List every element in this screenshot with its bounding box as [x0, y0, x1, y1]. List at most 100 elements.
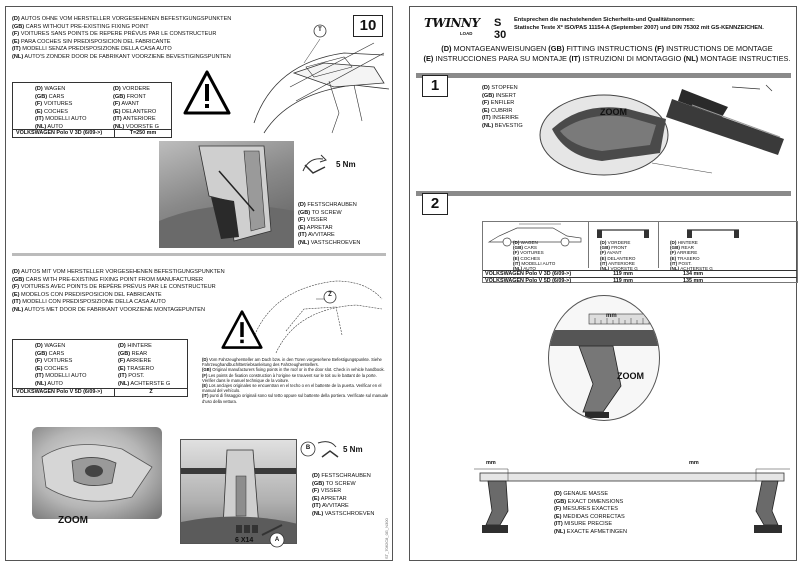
table2-footer: VOLKSWAGEN Polo V 5D (6/09->) Z: [13, 388, 187, 396]
section1-text: (D) AUTOS OHNE VOM HERSTELLER VORGESEHEN…: [12, 16, 342, 62]
text-line: (NL) AUTO: [35, 381, 87, 389]
language-tag: (D): [118, 343, 126, 349]
line-text: WAGEN: [519, 240, 538, 245]
language-tag: (IT): [118, 373, 127, 380]
table2-cars-column: (D) WAGEN(GB) CARS(F) VOITURES(E) COCHES…: [35, 343, 87, 389]
table-footer-value: T=250 mm: [129, 130, 157, 136]
text-line: (E) APRETAR: [298, 225, 390, 233]
text-line: (F) AVANT: [113, 101, 159, 109]
line-text: ANTERIORE: [121, 116, 156, 123]
line-text: AVANT: [120, 101, 140, 108]
text-line: (GB) FRONT: [600, 245, 638, 250]
line-text: TRASERO: [676, 255, 700, 261]
line-text: COCHES: [42, 108, 68, 115]
step2-dimension-panel: (D) WAGEN(GB) CARS(F) VOITURES(E) COCHES…: [482, 221, 798, 284]
text-line: (D) WAGEN: [35, 343, 87, 351]
line-text: ARRIERE: [675, 250, 698, 256]
language-tag: (D): [202, 357, 208, 362]
line-text: MONTAGE INSTRUCTIES.: [698, 54, 791, 63]
language-tag: (IT): [12, 46, 21, 53]
full-bar-diagram: [474, 468, 790, 533]
language-tag: (E): [482, 107, 490, 114]
line-text: Vom Fahrzeughersteller am Dach bzw. in d…: [202, 357, 382, 368]
screw-instructions-2: (D) FESTSCHRAUBEN(GB) TO SCREW(F) VISSER…: [312, 473, 392, 519]
text-line: (D) Vom Fahrzeughersteller am Dach bzw. …: [202, 357, 390, 367]
line-text: HINTERE: [125, 343, 152, 349]
line-text: MONTAGEANWEISUNGEN: [451, 44, 549, 53]
line-text: WAGEN: [42, 86, 66, 92]
language-tag: (D): [12, 16, 20, 22]
fitting-table-rear: (D) WAGEN(GB) CARS(F) VOITURES(E) COCHES…: [12, 339, 188, 397]
language-tag: (IT): [670, 260, 678, 266]
text-line: (D) AUTOS OHNE VOM HERSTELLER VORGESEHEN…: [12, 16, 342, 24]
dimension-rear: 135 mm: [682, 278, 704, 284]
warning-icon: [183, 70, 231, 115]
warning-icon-2: [221, 310, 263, 349]
table2-footer-value: Z: [149, 389, 153, 395]
step2-zoom-image: [548, 295, 660, 421]
line-text: MODELOS CON PREDISPOSICION DEL FABRICANT…: [19, 291, 162, 298]
line-text: VOITURES: [42, 101, 73, 108]
line-text: MODELLI SENZA PREDISPOSIZIONE DELLA CASA…: [20, 46, 172, 53]
line-text: FESTSCHRAUBEN: [319, 473, 371, 479]
language-tag: (F): [12, 284, 20, 291]
line-text: COCHES: [42, 365, 68, 372]
text-line: (D) MONTAGEANWEISUNGEN: [441, 44, 548, 53]
text-line: (GB) Original manufacturers fixing point…: [202, 367, 390, 372]
language-tag: (D): [113, 86, 121, 92]
line-text: FESTSCHRAUBEN: [305, 202, 357, 208]
language-tag: (NL): [35, 123, 47, 130]
text-line: (IT) AVVITARE: [312, 503, 392, 511]
line-text: VASTSCHROEVEN: [309, 239, 361, 246]
line-text: CUBRIR: [489, 107, 513, 114]
language-tag: (F): [35, 101, 43, 108]
language-tag: (IT): [202, 393, 209, 399]
text-line: (F) Les points de fixation construction …: [202, 373, 390, 383]
text-line: (NL) VOORSTE G: [600, 266, 638, 271]
language-tag: (GB): [12, 276, 25, 283]
line-text: ACHTERSTE G: [679, 266, 713, 272]
instructions-line-1: (D) MONTAGEANWEISUNGEN (GB) FITTING INST…: [422, 44, 792, 54]
language-tag: (E): [12, 291, 20, 298]
text-line: (GB) FITTING INSTRUCTIONS: [548, 44, 654, 53]
text-line: (NL) VASTSCHROEVEN: [312, 511, 392, 519]
step1-rail-graphic: [539, 84, 784, 176]
line-text: ACHTERSTE G: [129, 380, 171, 387]
line-text: STOPFEN: [489, 85, 518, 91]
language-tag: (F): [202, 372, 208, 378]
line-text: MODELLI AUTO: [43, 373, 87, 380]
language-tag: (E): [670, 255, 677, 261]
text-line: (IT) INSERIRE: [482, 115, 542, 123]
text-line: (GB) CARS: [35, 351, 87, 359]
text-line: (E) INSTRUCCIONES PARA SU MONTAJE: [424, 54, 570, 63]
language-tag: (GB): [298, 209, 311, 216]
text-line: (NL) ACHTERSTE G: [670, 266, 713, 271]
language-tag: (F): [113, 101, 121, 108]
text-line: (F) MESURES EXACTES: [554, 506, 664, 514]
mm-label-top: mm: [606, 313, 617, 319]
line-text: Les points de fixation construction à l'…: [202, 372, 377, 383]
step1-text: (D) STOPFEN(GB) INSERT(F) ENFILER(E) CUB…: [482, 85, 542, 131]
table2-rear-column: (D) HINTERE(GB) REAR(F) ARRIERE(E) TRASE…: [118, 343, 170, 389]
torque-value-2: 5 Nm: [343, 445, 363, 454]
text-line: (NL) AUTO: [513, 266, 555, 271]
language-tag: (D): [513, 240, 520, 245]
text-line: (GB) TO SCREW: [298, 210, 390, 218]
screw-x14-icon: [236, 524, 283, 536]
line-text: TO SCREW: [310, 209, 342, 216]
text-line: (IT) MODELLI SENZA PREDISPOSIZIONE DELLA…: [12, 46, 342, 54]
text-line: (NL) AUTO'S ZONDER DOOR DE FABRIKANT VOO…: [12, 54, 342, 62]
table-footer: VOLKSWAGEN Polo V 3D (6/09->) T=250 mm: [13, 129, 171, 137]
line-text: TRASERO: [125, 365, 154, 372]
text-line: (IT) MISURE PRECISE: [554, 521, 664, 529]
exact-dimensions-text: (D) GENAUE MASSE(GB) EXACT DIMENSIONS(F)…: [554, 491, 664, 537]
dimension-model: VOLKSWAGEN Polo V 3D (6/09->): [485, 271, 572, 277]
zoom-label-step2: ZOOM: [617, 371, 644, 381]
text-line: (IT) POST.: [670, 261, 713, 266]
line-text: EXACT DIMENSIONS: [566, 498, 624, 505]
line-text: Los anclajes originales se encuentran en…: [202, 383, 382, 394]
text-line: (IT) MODELLI CON PREDISPOSIZIONE DELLA C…: [12, 299, 242, 307]
fitting-table-front: (D) WAGEN(GB) CARS(F) VOITURES(E) COCHES…: [12, 82, 172, 138]
mm-label-left: mm: [486, 460, 496, 466]
line-text: AUTO: [46, 123, 63, 130]
